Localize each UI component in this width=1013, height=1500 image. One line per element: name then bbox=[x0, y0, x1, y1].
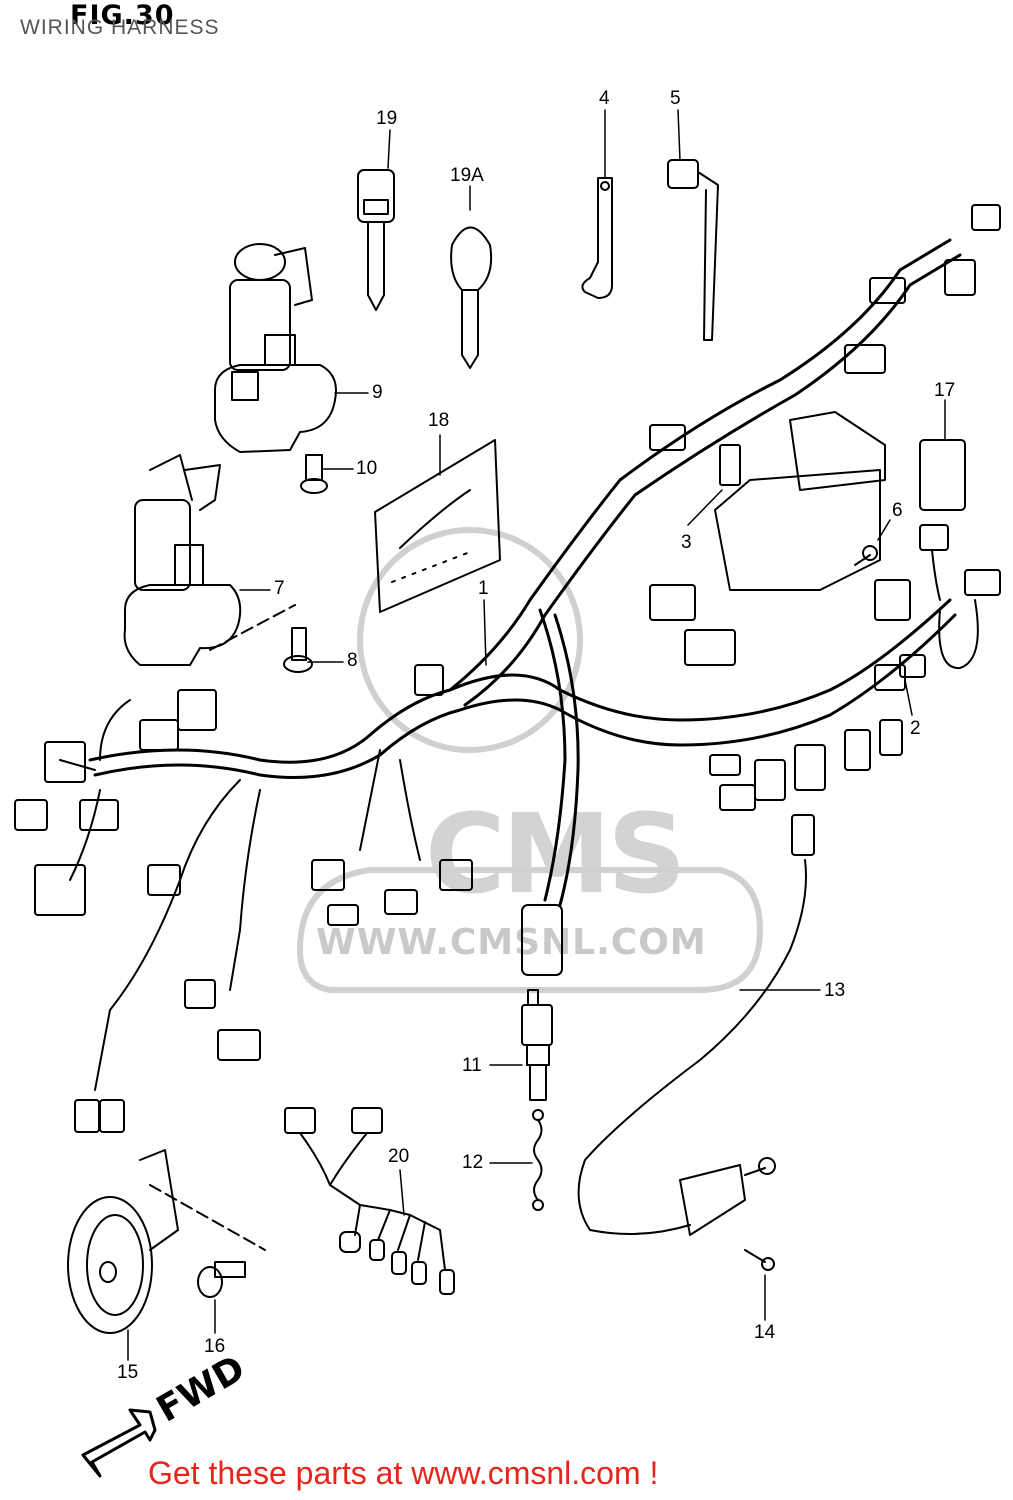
bolt-16 bbox=[197, 1261, 246, 1298]
right-connectors bbox=[649, 204, 1001, 811]
fuse-box bbox=[714, 411, 886, 591]
callout-12: 12 bbox=[462, 1152, 484, 1173]
callout-7: 7 bbox=[274, 578, 285, 599]
callout-19a: 19A bbox=[450, 165, 484, 186]
key-19 bbox=[357, 169, 395, 311]
neutral-switch-11 bbox=[521, 989, 553, 1101]
left-branches bbox=[59, 699, 421, 1091]
callout-11: 11 bbox=[462, 1055, 482, 1076]
label-sheet-18 bbox=[374, 439, 501, 613]
callout-2: 2 bbox=[910, 718, 921, 739]
relay-17 bbox=[919, 439, 966, 601]
figure-subtitle: WIRING HARNESS bbox=[20, 16, 220, 39]
callout-1: 1 bbox=[478, 578, 489, 599]
callout-leaders bbox=[127, 109, 946, 1361]
screw-10 bbox=[300, 454, 328, 494]
main-harness-1 bbox=[88, 238, 962, 907]
left-connectors bbox=[14, 664, 473, 1133]
harness-20 bbox=[284, 1107, 455, 1295]
bracket-4 bbox=[581, 177, 613, 299]
watermark-url: WWW.CMSNL.COM bbox=[316, 922, 707, 963]
watermark-logo-outline bbox=[297, 527, 763, 993]
callout-15: 15 bbox=[117, 1362, 139, 1383]
callout-18: 18 bbox=[428, 410, 450, 431]
figure-number: FIG.30 bbox=[70, 0, 175, 31]
callout-9: 9 bbox=[372, 382, 383, 403]
spring-12 bbox=[532, 1109, 544, 1211]
callout-4: 4 bbox=[599, 88, 610, 109]
fwd-arrow-icon bbox=[81, 1408, 157, 1478]
leader-dash-7 bbox=[209, 604, 296, 651]
harness-13 bbox=[577, 814, 815, 1236]
callout-3: 3 bbox=[681, 532, 692, 553]
ignition-switch-9 bbox=[214, 243, 337, 453]
callout-17: 17 bbox=[934, 380, 956, 401]
ignition-switch-7 bbox=[123, 454, 242, 666]
key-19a bbox=[450, 226, 493, 369]
callout-13: 13 bbox=[824, 980, 846, 1001]
clamp-5 bbox=[667, 159, 719, 341]
cmsnl-parts-link[interactable]: Get these parts at www.cmsnl.com ! bbox=[148, 1455, 659, 1491]
callout-5: 5 bbox=[670, 88, 681, 109]
callout-10: 10 bbox=[356, 458, 378, 479]
horn-15 bbox=[67, 1149, 179, 1334]
harness-end-connector bbox=[521, 904, 563, 976]
callout-16: 16 bbox=[204, 1336, 226, 1357]
callout-19: 19 bbox=[376, 108, 398, 129]
callout-20: 20 bbox=[388, 1146, 410, 1167]
bolt-8 bbox=[283, 627, 313, 673]
callout-8: 8 bbox=[347, 650, 358, 671]
callout-6: 6 bbox=[892, 500, 903, 521]
callout-14: 14 bbox=[754, 1322, 776, 1343]
screw-14 bbox=[744, 1249, 775, 1271]
leader-dash-15 bbox=[149, 1184, 266, 1251]
